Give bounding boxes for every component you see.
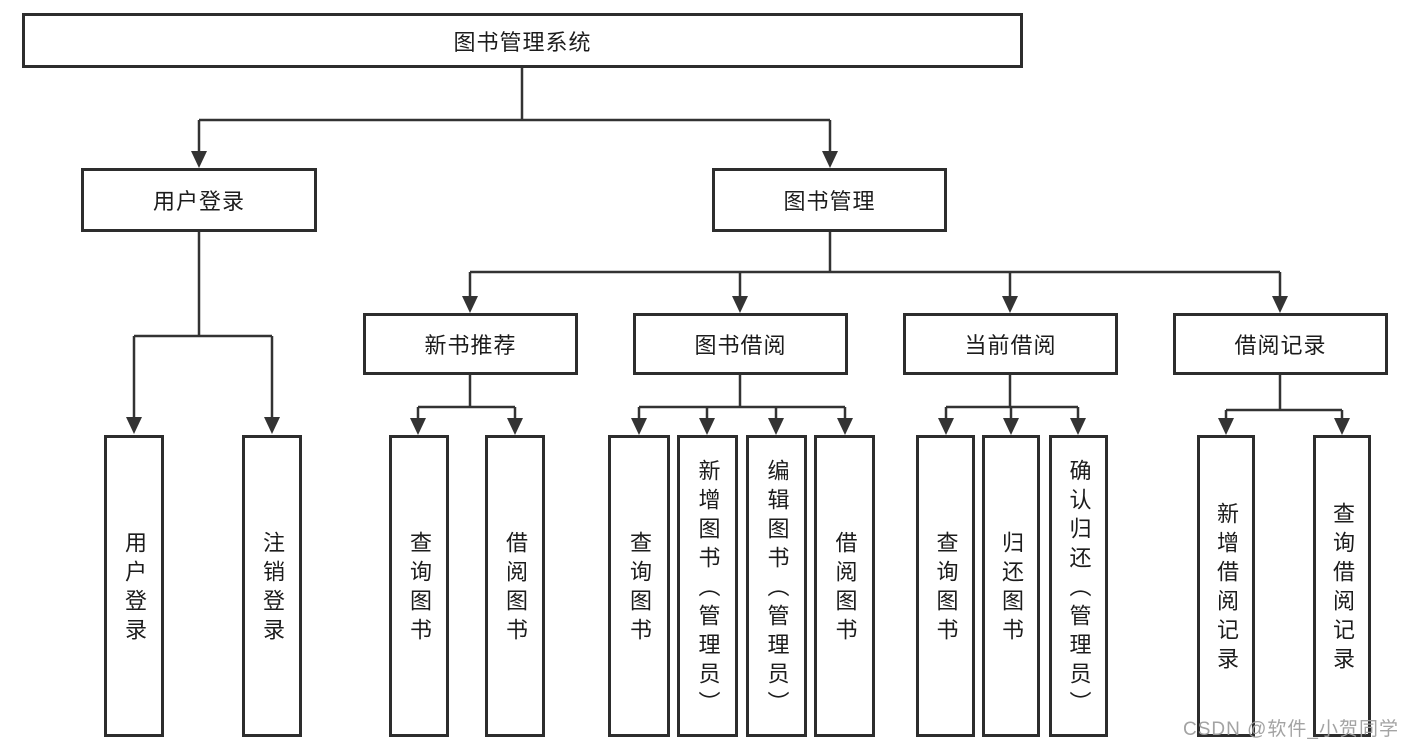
leaf-borrow-books-recommend: 借阅图书 xyxy=(485,435,545,737)
leaf-user-login: 用户登录 xyxy=(104,435,164,737)
arrowhead-icons xyxy=(126,151,1350,435)
leaf-query-books-current: 查询图书 xyxy=(916,435,975,737)
node-book-borrow: 图书借阅 xyxy=(633,313,848,375)
leaf-query-books-recommend: 查询图书 xyxy=(389,435,449,737)
leaf-borrow-books: 借阅图书 xyxy=(814,435,875,737)
leaf-add-books-admin: 新增图书（管理员） xyxy=(677,435,738,737)
leaf-query-borrow-record: 查询借阅记录 xyxy=(1313,435,1371,737)
node-new-book-recommend: 新书推荐 xyxy=(363,313,578,375)
node-current-borrow: 当前借阅 xyxy=(903,313,1118,375)
leaf-return-books: 归还图书 xyxy=(982,435,1040,737)
node-root: 图书管理系统 xyxy=(22,13,1023,68)
leaf-query-books-borrow: 查询图书 xyxy=(608,435,670,737)
leaf-edit-books-admin: 编辑图书（管理员） xyxy=(746,435,807,737)
node-user-login: 用户登录 xyxy=(81,168,317,232)
node-borrow-records: 借阅记录 xyxy=(1173,313,1388,375)
leaf-confirm-return-admin: 确认归还（管理员） xyxy=(1049,435,1108,737)
csdn-watermark: CSDN @软件_小贺同学 xyxy=(1183,719,1399,740)
leaf-logout: 注销登录 xyxy=(242,435,302,737)
leaf-add-borrow-record: 新增借阅记录 xyxy=(1197,435,1255,737)
node-book-management: 图书管理 xyxy=(712,168,947,232)
